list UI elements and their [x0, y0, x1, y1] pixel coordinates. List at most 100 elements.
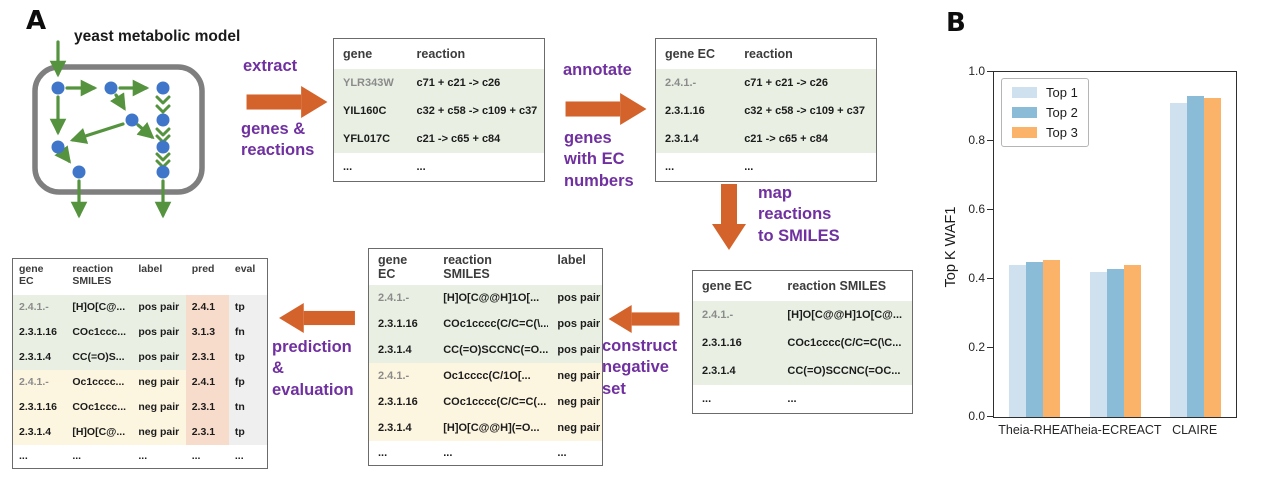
table-cell: 2.4.1.- — [369, 363, 435, 389]
table-cell: 2.4.1.- — [693, 301, 779, 329]
table-cell: pos pair — [132, 320, 186, 345]
column-header: label — [132, 259, 186, 295]
table-cell: ... — [548, 441, 602, 465]
step-construct-label: construct negative set — [602, 337, 678, 398]
table-cell: 2.3.1.16 — [693, 329, 779, 357]
table-cell: neg pair — [132, 395, 186, 420]
table-cell: 2.3.1 — [185, 395, 229, 420]
table-cell: ... — [656, 153, 736, 181]
step-annotate-label-bottom: genes with EC numbers — [564, 129, 634, 190]
column-header: label — [548, 249, 602, 285]
plot-area: Top 1 Top 2 Top 3 — [993, 71, 1237, 418]
table-cell: COc1cccc(C/C=C(\C... — [778, 329, 912, 357]
table-cell: CC(=O)SCCNC(=OC... — [778, 357, 912, 385]
column-header: gene EC — [13, 259, 67, 295]
table-row: ............... — [13, 445, 267, 468]
table-cell: fp — [228, 370, 267, 395]
y-tick-mark — [987, 347, 993, 349]
table-cell: c21 -> c65 + c84 — [735, 125, 876, 153]
table-row: 2.3.1.4[H]O[C@@H](=O...neg pair — [369, 415, 602, 441]
table-cell: 3.1.3 — [185, 320, 229, 345]
table-cell: tn — [228, 395, 267, 420]
panel-b-label: B — [946, 8, 966, 38]
table-cell: c32 + c58 -> c109 + c37 — [735, 97, 876, 125]
bar-top3-claire — [1204, 97, 1222, 417]
yeast-model-title: yeast metabolic model — [74, 28, 241, 45]
table-cell: 2.3.1.4 — [13, 345, 67, 370]
table-cell: ... — [13, 445, 67, 468]
table-row: ......... — [369, 441, 602, 465]
annotate-arrow-icon — [565, 93, 647, 125]
table-cell: 2.3.1.4 — [13, 420, 67, 445]
y-tick-mark — [987, 209, 993, 211]
table-cell: neg pair — [548, 389, 602, 415]
table-cell: ... — [228, 445, 267, 468]
table-cell: ... — [778, 385, 912, 413]
table-cell: Oc1cccc(C/1O[... — [434, 363, 549, 389]
table-row: ...... — [693, 385, 912, 413]
table-cell: neg pair — [548, 363, 602, 389]
column-header: gene — [334, 39, 408, 69]
legend-label: Top 1 — [1046, 85, 1078, 100]
table-cell: COc1cccc(C/C=C(\... — [434, 311, 549, 337]
table-cell: tp — [228, 295, 267, 320]
table-cell: 2.3.1.16 — [13, 395, 67, 420]
step-extract-label-top: extract — [243, 57, 298, 75]
table-cell: c71 + c21 -> c26 — [407, 69, 544, 97]
bar-top3-theia-rhea — [1042, 260, 1060, 417]
y-tick-label: 0.0 — [968, 408, 985, 423]
step-predict-label: prediction & evaluation — [272, 338, 354, 399]
table-cell: 2.4.1 — [185, 295, 229, 320]
column-header: reaction SMILES — [778, 271, 912, 301]
table-cell: ... — [693, 385, 779, 413]
table-cell: ... — [185, 445, 229, 468]
table-cell: COc1cccc(C/C=C(... — [434, 389, 549, 415]
table-cell: 2.4.1.- — [656, 69, 736, 97]
bar-top2-theia-ecreact — [1106, 268, 1124, 417]
table-cell: Oc1cccc... — [66, 370, 133, 395]
legend: Top 1 Top 2 Top 3 — [1001, 78, 1089, 147]
x-tick-label: CLAIRE — [1172, 423, 1218, 437]
legend-label: Top 2 — [1046, 105, 1078, 120]
table-cell: pos pair — [548, 337, 602, 363]
table-row: ...... — [334, 153, 544, 181]
table-cell: [H]O[C@@H]1O[... — [434, 285, 549, 311]
legend-label: Top 3 — [1046, 125, 1078, 140]
column-header: pred — [185, 259, 229, 295]
table-cell: pos pair — [132, 345, 186, 370]
column-header: gene EC — [693, 271, 779, 301]
table-cell: neg pair — [548, 415, 602, 441]
x-tick-label: Theia-ECREACT — [1066, 423, 1162, 437]
table-cell: 2.3.1.4 — [369, 415, 435, 441]
table-cell: fn — [228, 320, 267, 345]
column-header: eval — [228, 259, 267, 295]
table-cell: tp — [228, 345, 267, 370]
table-row: 2.4.1.-[H]O[C@@H]1O[C@... — [693, 301, 912, 329]
table-cell: 2.3.1.16 — [369, 389, 435, 415]
table-cell: pos pair — [548, 311, 602, 337]
column-header: gene EC — [369, 249, 435, 285]
table-cell: 2.3.1.4 — [656, 125, 736, 153]
table-cell: pos pair — [548, 285, 602, 311]
panel-a-label: A — [26, 6, 47, 36]
table-cell: 2.3.1.4 — [369, 337, 435, 363]
bar-top1-theia-ecreact — [1089, 272, 1107, 417]
table-cell: 2.4.1 — [185, 370, 229, 395]
bar-top2-claire — [1187, 96, 1205, 417]
table-cell: 2.3.1.4 — [693, 357, 779, 385]
table-cell: 2.3.1.16 — [369, 311, 435, 337]
map-arrow-icon — [712, 184, 746, 250]
